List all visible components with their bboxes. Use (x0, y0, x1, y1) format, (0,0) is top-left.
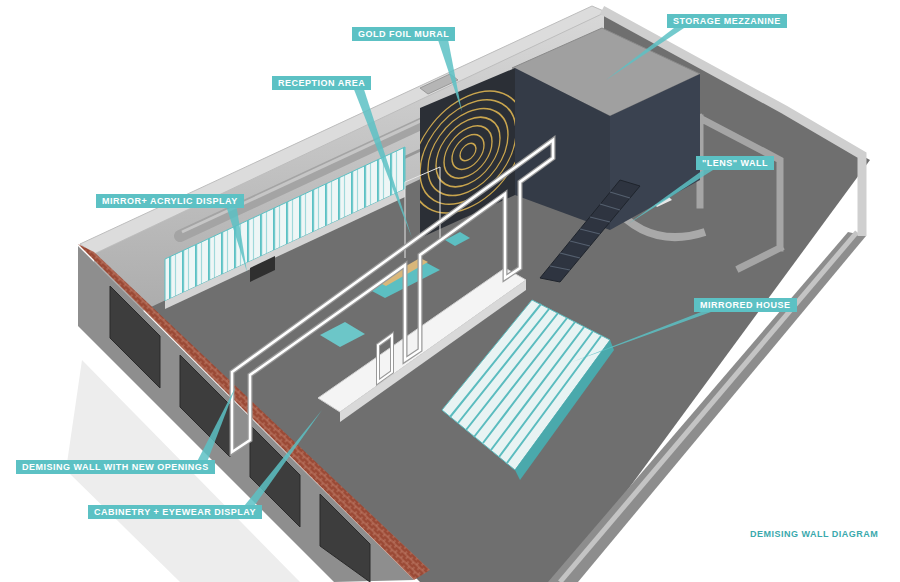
callout-label: MIRRORED HOUSE (694, 298, 797, 312)
label-text: STORAGE MEZZANINE (673, 16, 781, 26)
label-text: GOLD FOIL MURAL (358, 29, 449, 39)
opening-shadow (378, 335, 392, 382)
house-edge (515, 340, 614, 480)
gold-ring (444, 118, 492, 186)
leader-wedge (245, 410, 322, 505)
callout-label: "LENS" WALL (696, 156, 774, 170)
leader-wedge (438, 41, 462, 112)
callout-label: CABINETRY + EYEWEAR DISPLAY (88, 505, 262, 519)
diagram-caption: DEMISING WALL DIAGRAM (744, 527, 884, 541)
stair-treads (550, 192, 630, 270)
wall-opening (378, 335, 392, 382)
label-text: "LENS" WALL (702, 158, 768, 168)
leader-wedge (227, 208, 247, 272)
leader-wedge (628, 170, 713, 224)
end-wall-cap (602, 10, 862, 236)
leader-wedge (354, 90, 412, 238)
leader-wedge (572, 312, 711, 362)
demising-outline (232, 140, 553, 452)
callout-label: MIRROR+ ACRYLIC DISPLAY (96, 194, 244, 208)
callout-label: RECEPTION AREA (272, 76, 371, 90)
label-text: RECEPTION AREA (278, 78, 365, 88)
callout-label: DEMISING WALL WITH NEW OPENINGS (16, 460, 215, 474)
label-text: MIRRORED HOUSE (700, 300, 791, 310)
label-text: DEMISING WALL WITH NEW OPENINGS (22, 462, 209, 472)
duct-box (420, 74, 458, 94)
storefront-window (110, 286, 160, 388)
label-text: CABINETRY + EYEWEAR DISPLAY (94, 507, 256, 517)
callout-label: STORAGE MEZZANINE (667, 14, 787, 28)
brick-wall (78, 244, 430, 580)
demising-outline-shadow (232, 140, 553, 452)
label-text: MIRROR+ ACRYLIC DISPLAY (102, 196, 238, 206)
stair (540, 180, 640, 282)
gold-ring (460, 141, 476, 164)
leader-wedge (606, 28, 684, 80)
teal-rug (320, 322, 365, 347)
leader-wedge (198, 386, 236, 460)
mezzanine-wall (610, 74, 700, 230)
callout-label: GOLD FOIL MURAL (352, 27, 455, 41)
mezzanine-wall (515, 68, 610, 230)
display-screen (250, 256, 275, 282)
mirror-display (165, 147, 405, 301)
